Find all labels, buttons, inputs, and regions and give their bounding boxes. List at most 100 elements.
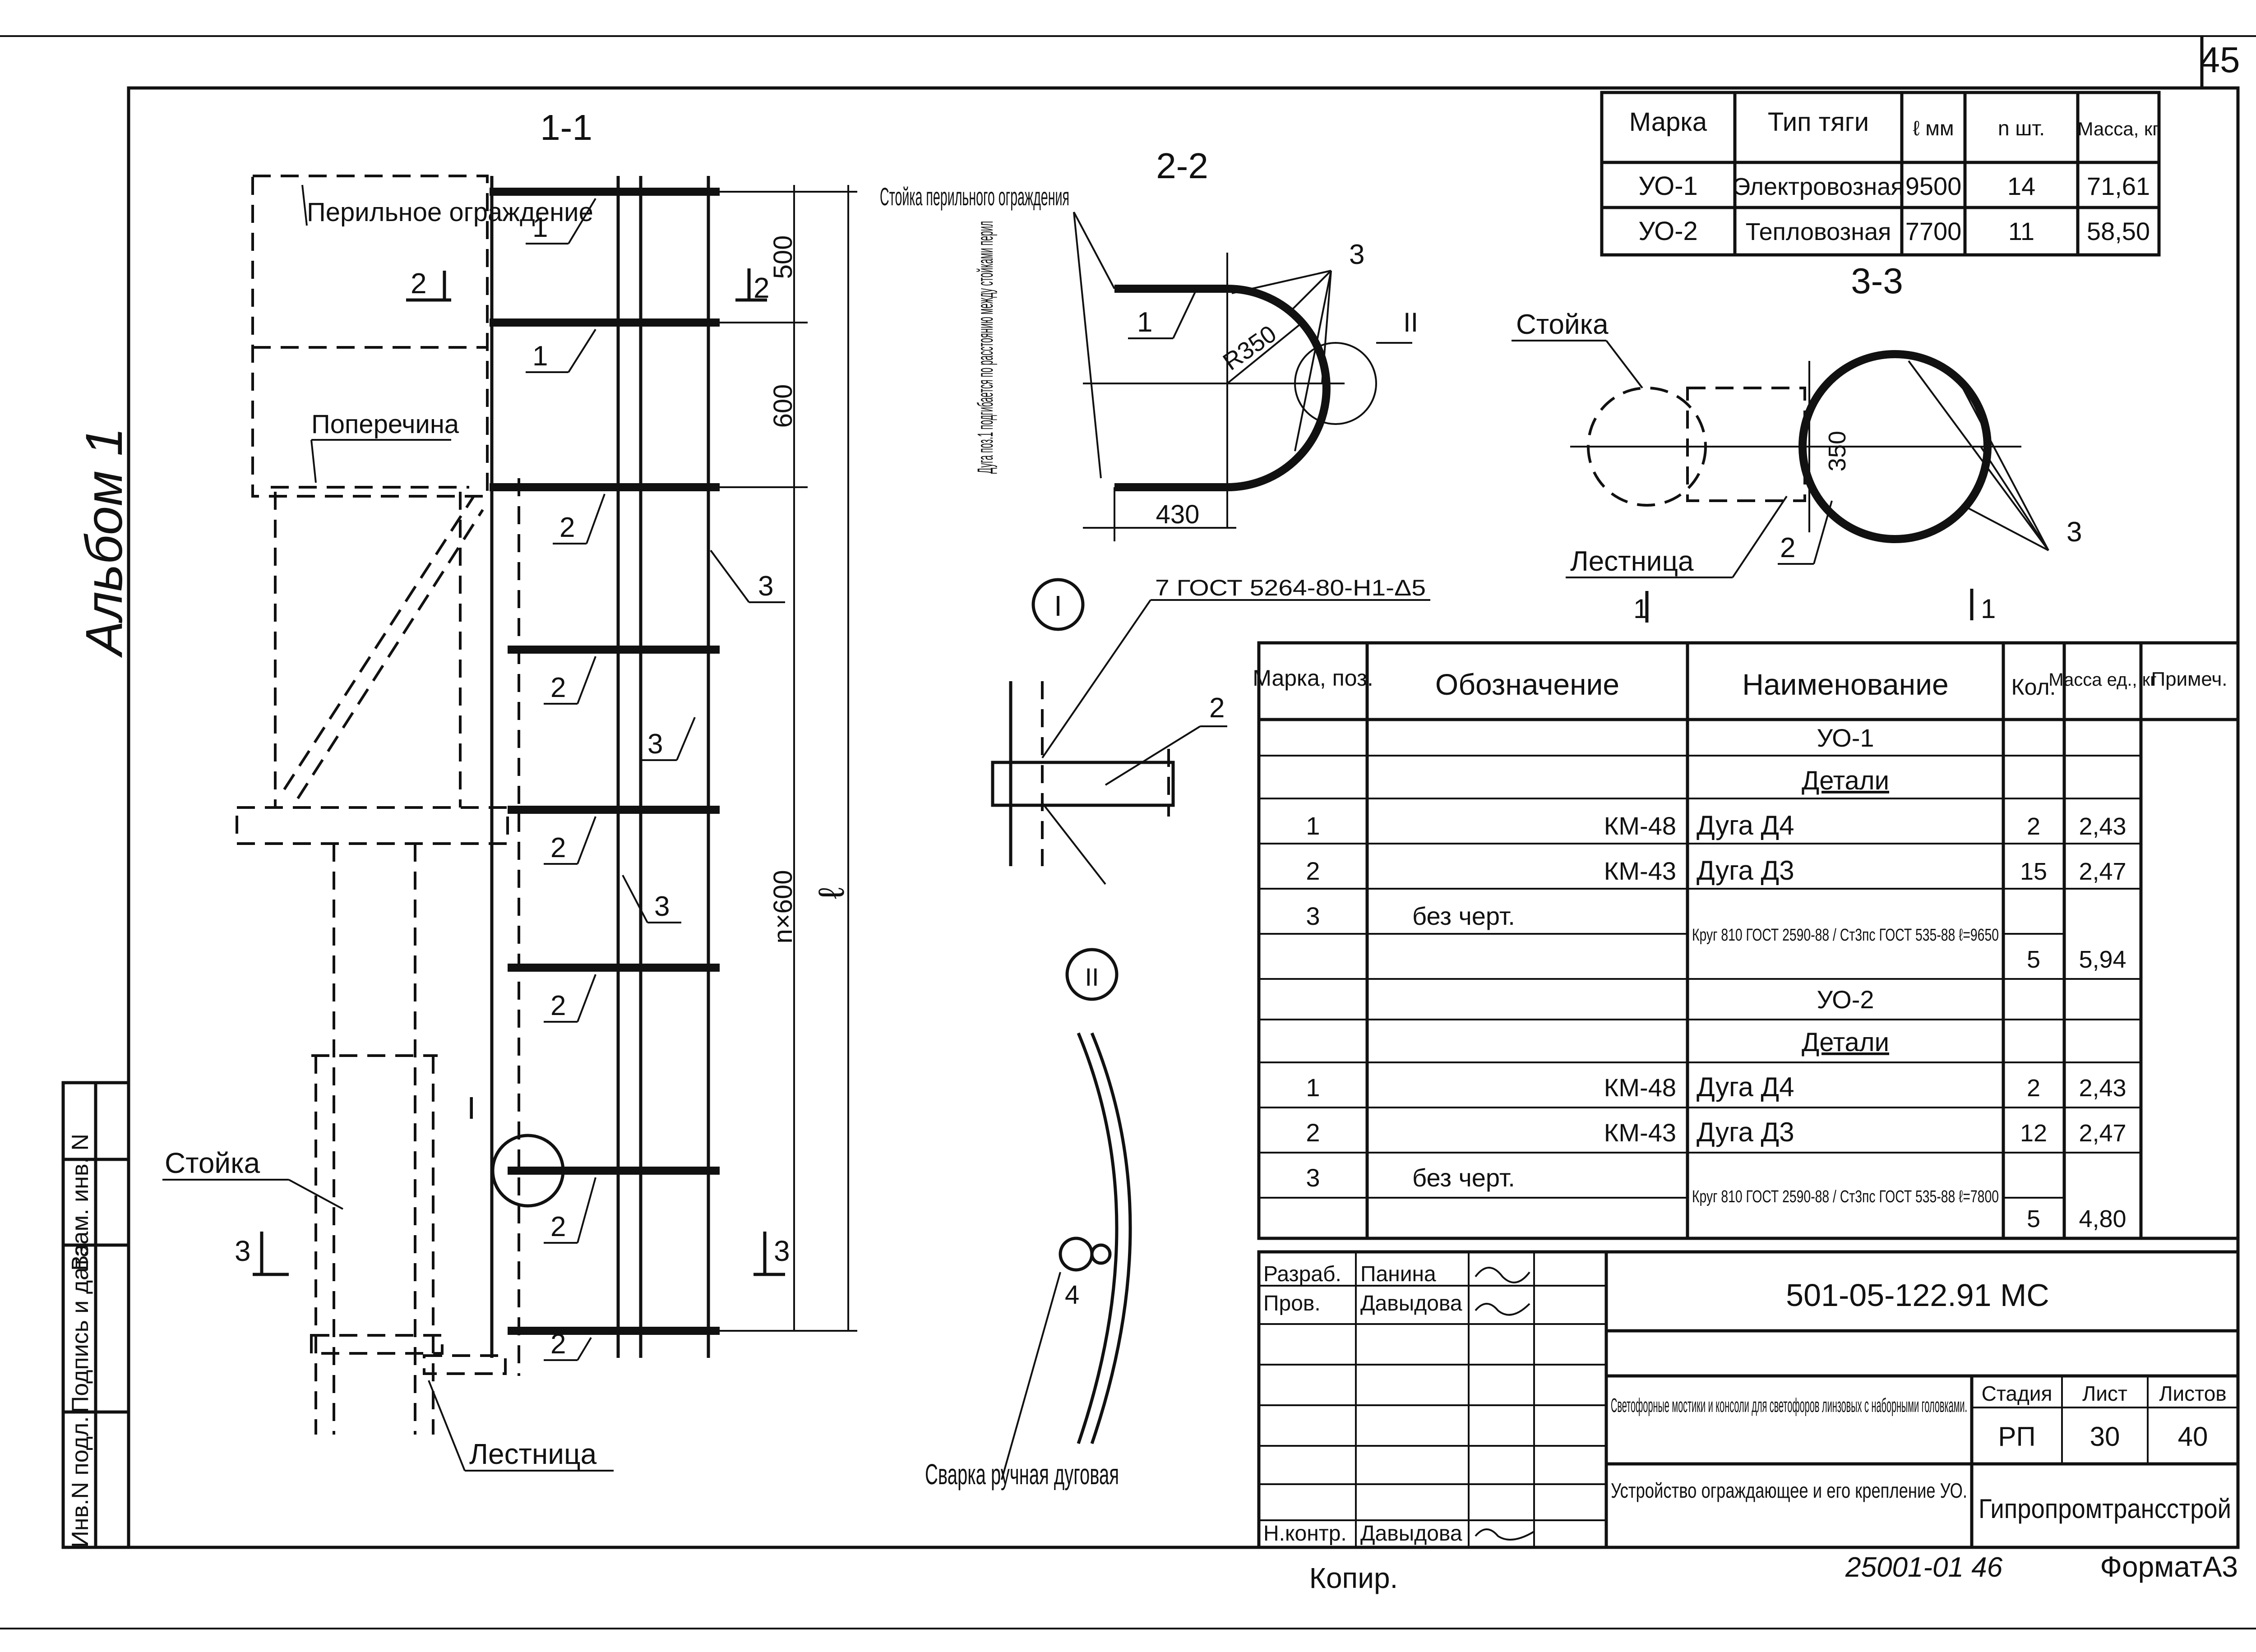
cut-3-marker-left: 3 <box>235 1235 251 1267</box>
detail-II-ref-circle <box>1294 342 1377 425</box>
spec-r6-pos: 3 <box>1306 1163 1320 1192</box>
spec-r4-qty: 2 <box>2027 1075 2040 1102</box>
pos-1-label: 1 <box>1137 307 1152 338</box>
spec-r5-mass: 2,47 <box>2079 1120 2126 1147</box>
spec-details-uo2: Детали <box>1802 1028 1889 1057</box>
section-3-3: 3-3 Стойка 350 Лестница 2 3 1 1 <box>1512 261 2082 624</box>
cut-3-marker-right: 3 <box>774 1235 790 1267</box>
left-strip: Инв.N подл. Подпись и дата Взам. инв. N <box>61 1081 130 1549</box>
type-r1-type: Электровозная <box>1733 173 1904 200</box>
dim-600: 600 <box>768 384 798 428</box>
type-h-type: Тип тяги <box>1768 107 1869 137</box>
type-r2-l: 7700 <box>1905 217 1962 245</box>
spec-r3-mass: 5,94 <box>2079 946 2126 973</box>
spec-r6-qty: 5 <box>2027 1205 2040 1232</box>
spec-r2-desig: КМ-43 <box>1604 857 1676 885</box>
stage-label: Стадия <box>1982 1382 2053 1405</box>
developed-name: Панина <box>1360 1262 1436 1286</box>
spec-r3-pos: 3 <box>1306 902 1320 930</box>
spec-r4-pos: 1 <box>1306 1073 1320 1102</box>
pos-label-c: 2 <box>559 512 575 543</box>
pos-label-g: 2 <box>550 1211 566 1242</box>
type-h-l: ℓ мм <box>1913 116 1954 140</box>
arc-shape <box>1114 285 1331 491</box>
spec-r4-name: Дуга Д4 <box>1697 1072 1794 1102</box>
detail-I-badge <box>1031 578 1085 631</box>
spec-r1-desig: КМ-48 <box>1604 812 1676 840</box>
sheet-corner-number: 45 <box>2200 40 2240 80</box>
archive-number: 25001-01 46 <box>1845 1552 2003 1583</box>
post-bracket <box>310 1334 444 1355</box>
spec-r1-name: Дуга Д4 <box>1697 810 1794 840</box>
dim-l: ℓ <box>811 887 851 899</box>
signature-developed <box>1475 1267 1530 1283</box>
drawing-frame <box>127 86 2240 1549</box>
type-table-frame <box>1600 91 2161 257</box>
detail-I-badge-label: I <box>1054 590 1062 622</box>
sheets-value: 40 <box>2178 1421 2208 1452</box>
dim-nx600: n×600 <box>768 870 798 944</box>
dim-500: 500 <box>768 235 798 279</box>
pos-label-i: 3 <box>758 571 773 602</box>
section-3-3-title: 3-3 <box>1851 261 1903 301</box>
detail-II-badge <box>1065 948 1119 1001</box>
type-h-n: n шт. <box>1998 116 2045 140</box>
type-r1-mass: 71,61 <box>2087 172 2150 200</box>
sheet-value: 30 <box>2090 1421 2120 1452</box>
spec-r2-name: Дуга Д3 <box>1697 855 1794 886</box>
spec-r3-desig: без черт. <box>1412 902 1515 930</box>
signature-checked <box>1475 1303 1530 1316</box>
section-2-2: 2-2 Стойка перильного ограждения Дуга по… <box>880 146 1418 541</box>
spec-table-frame <box>1257 641 2240 1240</box>
post-label-3-3: Стойка <box>1516 309 1609 340</box>
pos-label-h: 2 <box>550 1329 566 1360</box>
railing-fence-outline <box>251 175 489 498</box>
detail-II-rod <box>1059 1237 1094 1272</box>
doc-code: 501-05-122.91 МС <box>1786 1278 2049 1313</box>
title-main: Светофорные мостики и консоли для светоф… <box>1611 1394 1967 1417</box>
spec-h-note: Примеч. <box>2151 668 2227 690</box>
detail-II-note: Сварка ручная дуговая <box>925 1458 1119 1490</box>
spec-r3-name: Круг 810 ГОСТ 2590-88 / Ст3пс ГОСТ 535-8… <box>1692 926 1999 945</box>
pos-label-b: 1 <box>532 341 548 372</box>
detail-I-pos-2: 2 <box>1209 692 1225 724</box>
dim-430: 430 <box>1156 500 1200 529</box>
detail-II: II 4 Сварка ручная дуговая <box>925 948 1132 1490</box>
spec-r4-desig: КМ-48 <box>1604 1073 1676 1102</box>
detail-II-ref-label: II <box>1403 307 1418 337</box>
organization: Гипропромтрансстрой <box>1979 1494 2231 1524</box>
detail-II-weld-size: 4 <box>1065 1280 1079 1310</box>
checked-name: Давыдова <box>1360 1292 1462 1315</box>
sign-date-label: Подпись и дата <box>67 1244 93 1413</box>
type-h-mass: Масса, кг <box>2077 118 2159 139</box>
arc-note: Дуга поз.1 подгибается по расстоянию меж… <box>974 221 998 474</box>
spec-table: Марка, поз. Обозначение Наименование Кол… <box>1253 641 2240 1240</box>
spec-r2-pos: 2 <box>1306 857 1320 885</box>
album-label: Альбом 1 <box>75 427 133 658</box>
detail-I-marker: I <box>467 1090 476 1126</box>
crossbar-label: Поперечина <box>311 410 459 439</box>
type-r2-mark: УО-2 <box>1638 217 1698 246</box>
spec-r1-pos: 1 <box>1306 812 1320 840</box>
spec-r2-mass: 2,47 <box>2079 858 2126 885</box>
railing-fence-label: Перильное ограждение <box>307 198 593 227</box>
spec-r5-name: Дуга Д3 <box>1697 1117 1794 1147</box>
type-r1-n: 14 <box>2007 172 2035 200</box>
spec-r6-desig: без черт. <box>1412 1163 1515 1192</box>
spec-r5-desig: КМ-43 <box>1604 1118 1676 1147</box>
pos-label-j: 3 <box>647 729 663 760</box>
type-table: Марка Тип тяги ℓ мм n шт. Масса, кг УО-1… <box>1600 91 2161 257</box>
detail-I-circle <box>491 1134 565 1208</box>
deck-section <box>236 806 509 845</box>
pos-label-d: 2 <box>550 672 566 703</box>
format-label: ФорматА3 <box>2100 1550 2238 1583</box>
pos-label-k: 3 <box>654 891 670 922</box>
cut-2-marker: 2 <box>411 267 427 300</box>
copy-label: Копир. <box>1309 1562 1398 1594</box>
detail-I-rung <box>991 761 1175 807</box>
replace-inv-label: Взам. инв. N <box>67 1134 93 1271</box>
norm-label: Н.контр. <box>1263 1522 1347 1546</box>
title-block-frame <box>1257 1250 2240 1549</box>
spec-r3-qty: 5 <box>2027 946 2040 973</box>
